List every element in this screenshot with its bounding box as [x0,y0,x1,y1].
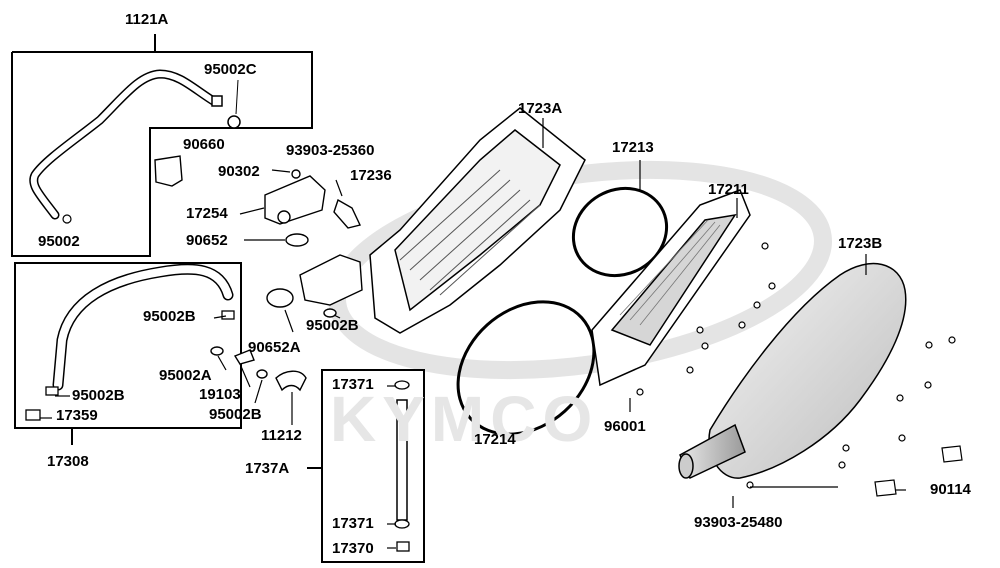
group-box-1121a [11,34,313,257]
label-95002c: 95002C [204,61,257,78]
label-95002b-lower-hose: 95002B [143,308,196,325]
label-90302: 90302 [218,163,260,180]
drain-tube [394,380,410,552]
label-17254: 17254 [186,205,228,222]
gasket-ring-17213 [571,186,669,278]
label-1121a: 1121A [125,11,169,28]
label-17371-bottom: 17371 [332,515,374,532]
label-1737a: 1737A [245,460,290,477]
group-box-17308 [14,262,242,445]
label-95002a: 95002A [159,367,212,384]
label-11212: 11212 [261,427,302,444]
gasket-ring-17214 [456,300,596,436]
air-cleaner-case [369,107,586,334]
label-17371-top: 17371 [332,376,374,393]
small-parts-cluster [154,155,363,392]
label-95002: 95002 [38,233,80,250]
label-17214: 17214 [474,431,516,448]
label-90652: 90652 [186,232,228,249]
label-19103: 19103 [199,386,241,403]
air-filter-element [591,189,751,387]
label-95002b-bottom: 95002B [209,406,262,423]
label-17213: 17213 [612,139,654,156]
label-17211: 17211 [708,181,749,198]
label-17370: 17370 [332,540,374,557]
label-93903-25480: 93903-25480 [694,514,783,531]
label-95002b-case: 95002B [306,317,359,334]
label-1723b: 1723B [838,235,883,252]
screws [636,242,963,497]
breather-hose-lower [25,263,235,421]
air-cleaner-cover [678,262,907,480]
label-96001: 96001 [604,418,646,435]
label-90114: 90114 [930,481,971,498]
label-90652a: 90652A [248,339,301,356]
leader-lines [40,118,906,549]
label-95002b-left: 95002B [72,387,125,404]
breather-hose-upper [29,69,241,224]
watermark-text: KYMCO [330,383,599,455]
label-90660: 90660 [183,136,225,153]
label-17236: 17236 [350,167,392,184]
group-box-1737a [307,369,425,563]
label-17308: 17308 [47,453,89,470]
label-17359: 17359 [56,407,98,424]
label-93903-25360: 93903-25360 [286,142,375,159]
label-1723a: 1723A [518,100,563,117]
